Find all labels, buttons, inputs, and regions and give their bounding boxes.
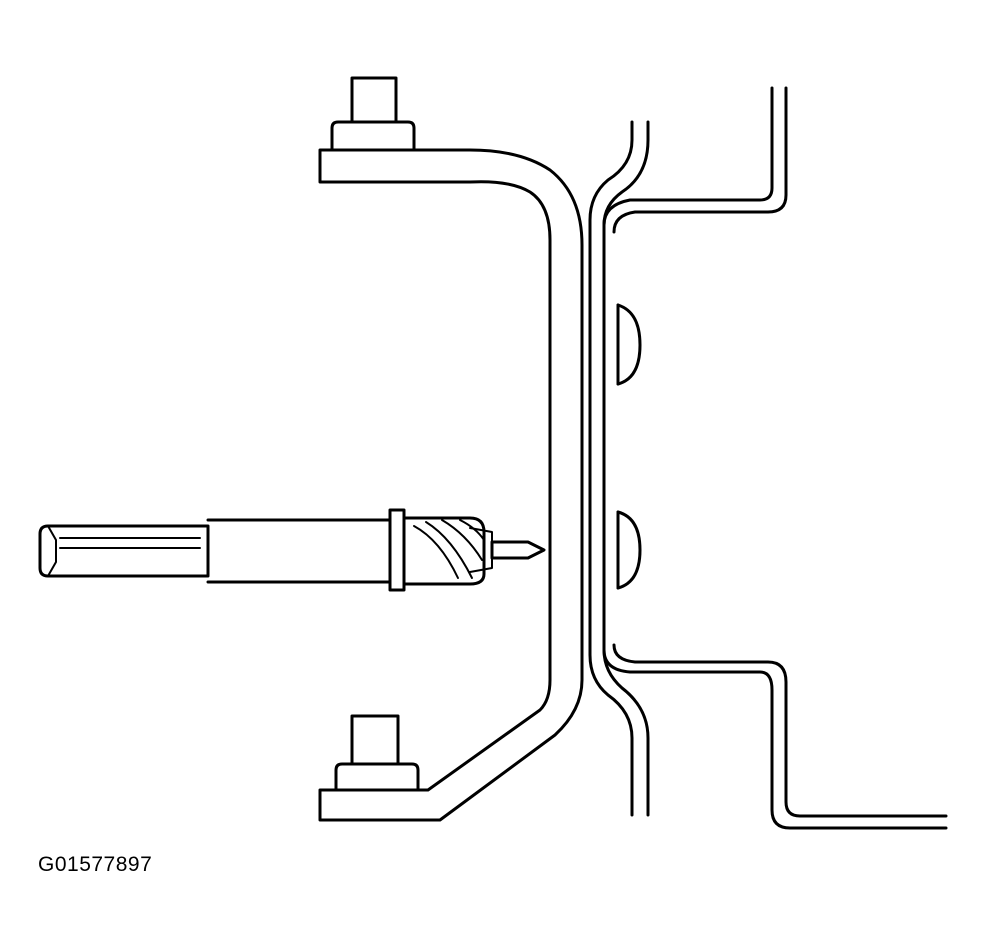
- lower-spot-weld: [616, 510, 642, 590]
- body-panel: [588, 86, 948, 830]
- figure-id-label: G01577897: [38, 853, 153, 876]
- tool-shank: [38, 524, 210, 578]
- upper-spot-weld: [616, 303, 642, 386]
- tool-collar: [388, 508, 406, 592]
- lower-stud: [334, 714, 420, 792]
- pilot-drill: [490, 540, 546, 560]
- tool-cutter: [402, 516, 486, 586]
- upper-stud: [330, 76, 416, 152]
- hole-saw-tool: [38, 508, 546, 592]
- tool-body: [206, 518, 392, 584]
- bracket: [318, 148, 584, 822]
- spot-welds: [616, 303, 642, 590]
